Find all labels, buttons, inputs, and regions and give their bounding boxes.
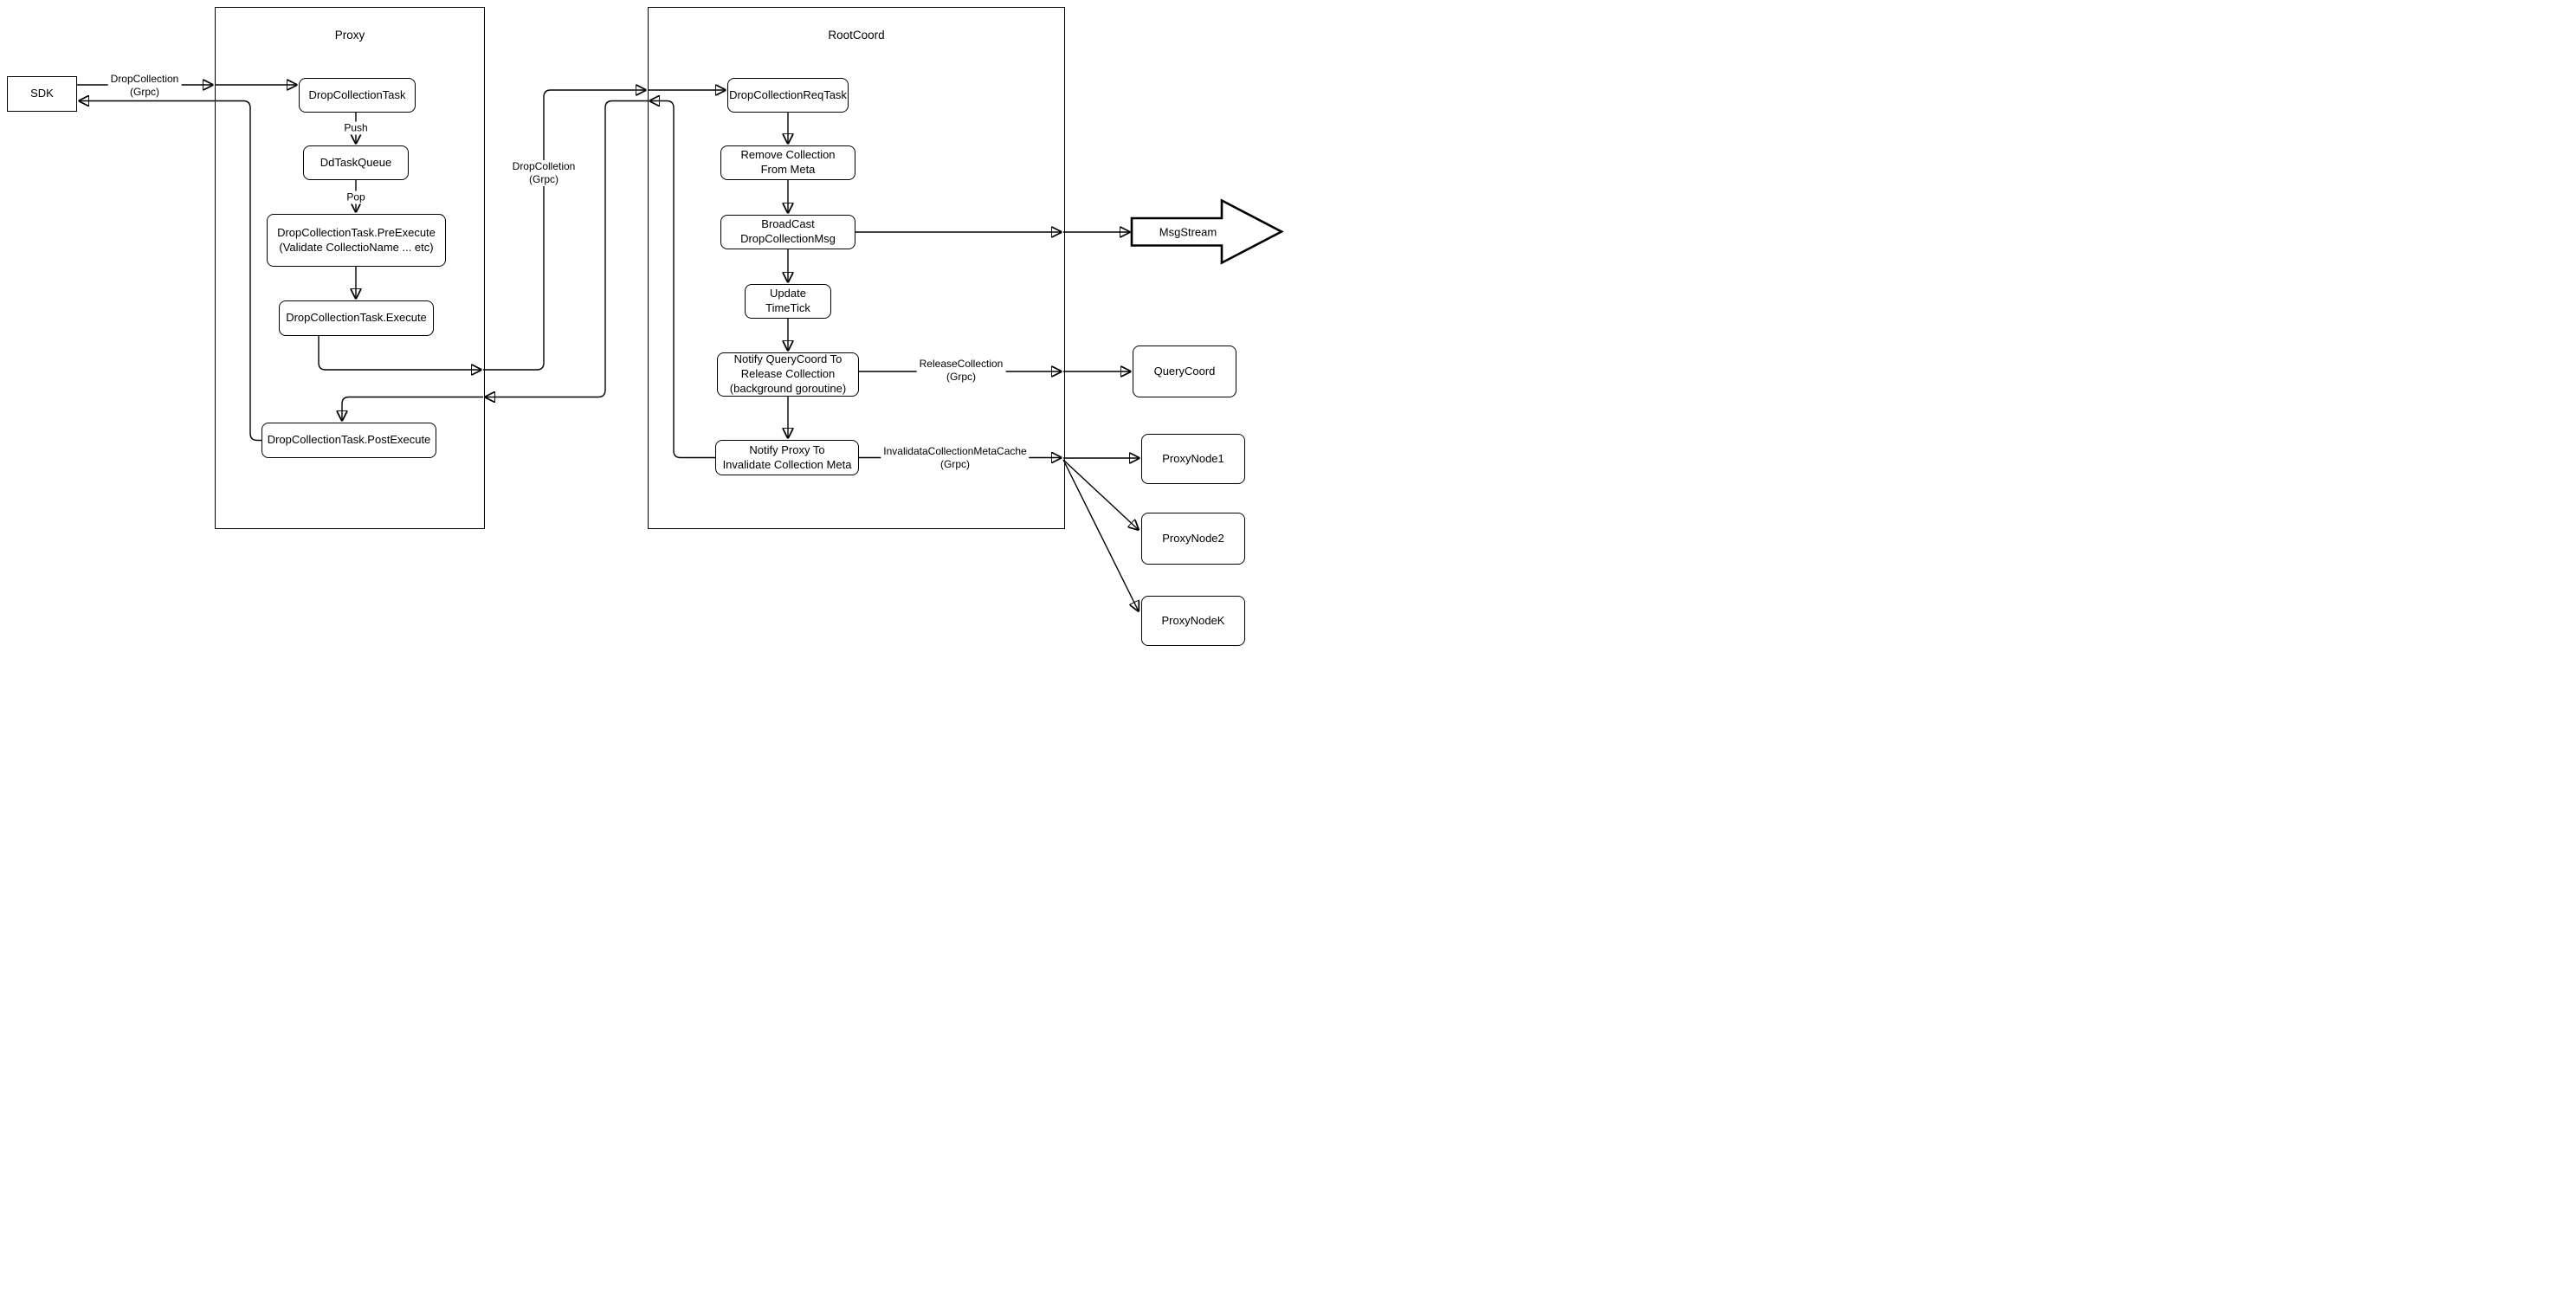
node-preexecute: DropCollectionTask.PreExecute (Validate …: [267, 214, 446, 267]
node-sdk: SDK: [7, 76, 77, 112]
edge-label-releasecollection-grpc: ReleaseCollection (Grpc): [916, 358, 1006, 384]
edge-fanout-proxynode2: [1062, 459, 1139, 530]
node-updatetimetick: Update TimeTick: [745, 284, 831, 319]
node-dropcollectionreqtask: DropCollectionReqTask: [727, 78, 849, 113]
node-postexecute: DropCollectionTask.PostExecute: [261, 423, 436, 458]
msgstream-arrow-shape: [1130, 198, 1284, 265]
node-execute: DropCollectionTask.Execute: [279, 300, 434, 336]
node-proxynode2: ProxyNode2: [1141, 513, 1245, 565]
node-notifyquerycoord: Notify QueryCoord To Release Collection …: [717, 352, 859, 397]
msgstream-label: MsgStream: [1159, 225, 1217, 239]
node-dropcollectiontask: DropCollectionTask: [299, 78, 416, 113]
edge-notifyproxy-to-rootcoordedge: [649, 101, 720, 459]
proxy-container-title: Proxy: [334, 29, 365, 42]
edge-label-dropcolletion-grpc: DropColletion (Grpc): [509, 160, 578, 186]
node-proxynodek: ProxyNodeK: [1141, 596, 1245, 646]
edge-postexecute-to-sdk: [79, 101, 261, 442]
rootcoord-container: RootCoord: [648, 7, 1065, 529]
edge-label-push: Push: [341, 121, 371, 135]
rootcoord-container-title: RootCoord: [828, 29, 885, 42]
node-ddtaskqueue: DdTaskQueue: [303, 145, 409, 180]
node-broadcast: BroadCast DropCollectionMsg: [720, 215, 855, 249]
edge-fanout-proxynodek: [1062, 459, 1139, 611]
connector-layer: [77, 0, 1284, 656]
edge-proxyedge-to-rootcoordedge: [483, 90, 646, 371]
node-notifyproxy: Notify Proxy To Invalidate Collection Me…: [715, 440, 859, 475]
node-proxynode1: ProxyNode1: [1141, 434, 1245, 484]
diagram-canvas: Proxy RootCoord: [0, 0, 1288, 656]
edge-label-invalidate-grpc: InvalidataCollectionMetaCache (Grpc): [881, 445, 1030, 471]
node-removecollection: Remove Collection From Meta: [720, 145, 855, 180]
proxy-container: Proxy: [215, 7, 485, 529]
edge-return-to-postexecute: [342, 396, 483, 422]
node-querycoord: QueryCoord: [1133, 346, 1236, 397]
edge-rootcoordedge-to-proxyedge: [485, 100, 648, 397]
edge-label-pop: Pop: [344, 191, 368, 204]
edge-label-dropcollection-grpc: DropCollection (Grpc): [107, 73, 182, 99]
edge-execute-to-proxyedge: [318, 336, 481, 370]
